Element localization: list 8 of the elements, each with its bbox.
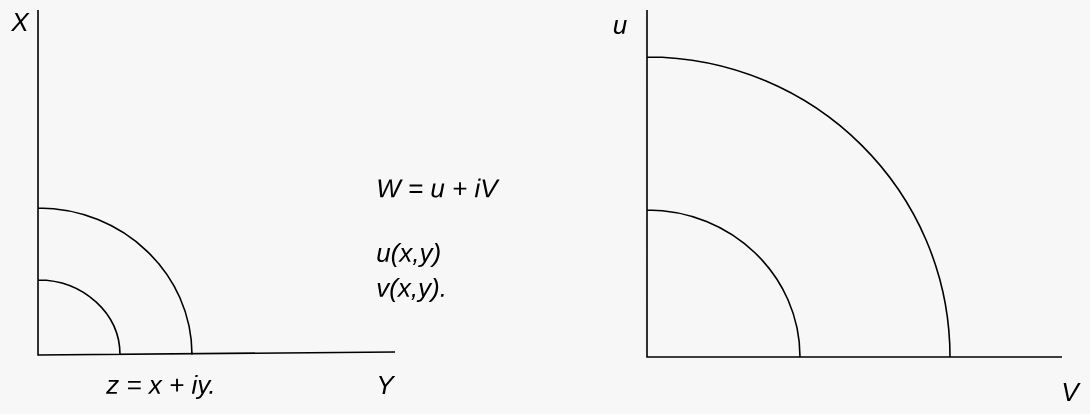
equation-text: W = u + iV: [378, 178, 500, 198]
equation-text: z = x + iy.: [106, 374, 213, 400]
axis-label: Y: [379, 376, 396, 394]
axis-label: u: [613, 20, 627, 34]
equation-text: u(x,y): [377, 242, 440, 268]
axis-label: V: [1063, 383, 1081, 401]
equation-text: v(x,y).: [377, 277, 444, 303]
axis-label: X: [10, 13, 30, 31]
